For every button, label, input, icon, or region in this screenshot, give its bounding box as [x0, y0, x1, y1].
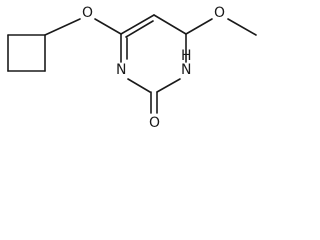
bond-n1-c2 — [156, 78, 181, 93]
bond-ether-o-to-c4 — [94, 18, 122, 35]
methoxy-oxygen-label: O — [214, 5, 225, 21]
bond-ring-to-ether-o — [44, 18, 81, 36]
nh-nitrogen-label: N — [181, 62, 191, 78]
cyclobutyl-ring — [7, 34, 46, 72]
pyrimidine-ring — [120, 14, 187, 93]
molecule-structure: O O N H N O — [7, 5, 257, 131]
bond-c4-c5-double — [125, 20, 154, 38]
carbonyl-oxygen-label: O — [149, 115, 160, 131]
bond-c2-n3 — [127, 78, 151, 93]
bond-methoxy-methyl — [227, 18, 257, 36]
bond-c5-c6 — [153, 14, 187, 35]
bond-c6-to-methoxy-o — [185, 18, 213, 35]
nh-hydrogen-label: H — [181, 48, 192, 64]
bond-c4-c5 — [120, 14, 155, 35]
ether-oxygen-label: O — [82, 5, 93, 21]
ring-nitrogen-label: N — [116, 62, 126, 78]
